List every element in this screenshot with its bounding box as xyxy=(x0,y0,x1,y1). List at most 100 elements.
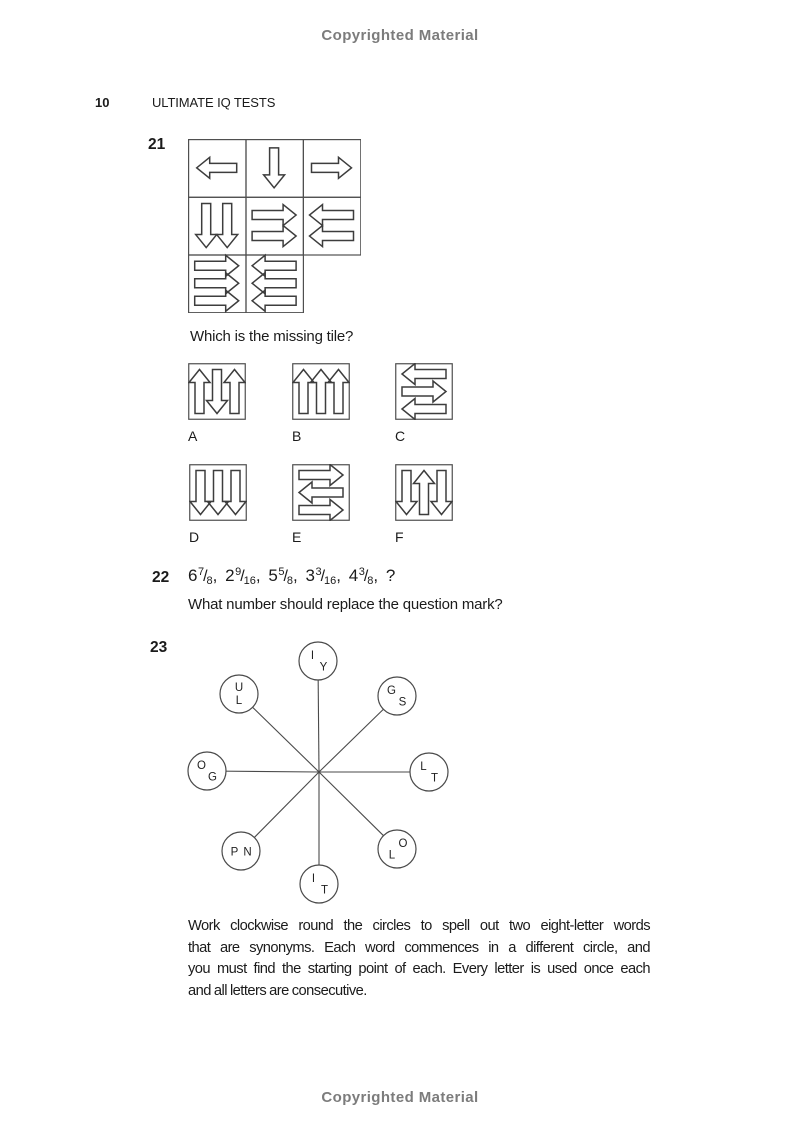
option-label-C: C xyxy=(395,428,406,444)
circle-letter: L xyxy=(236,695,243,707)
option-tile-svg xyxy=(394,464,454,521)
circle-letter: P xyxy=(231,847,239,859)
up-arrow-icon xyxy=(326,368,351,415)
mixed-fraction: 67/8 xyxy=(188,566,213,587)
right-arrow-icon xyxy=(298,462,345,488)
grid-cell xyxy=(302,196,362,256)
option-tile-E: E xyxy=(292,462,350,545)
mixed-fraction: 43/8 xyxy=(348,566,374,587)
tile-border xyxy=(395,464,453,521)
option-tile-svg xyxy=(395,361,453,422)
book-title: ULTIMATE IQ TESTS xyxy=(152,95,276,110)
grid-cell xyxy=(188,196,247,256)
tile-border xyxy=(292,464,350,521)
letter-circle-left xyxy=(187,751,227,791)
up-arrow-icon xyxy=(187,368,212,415)
circle-letter: L xyxy=(389,850,396,862)
question-22-number: 22 xyxy=(152,569,170,586)
letter-circle-lower-left xyxy=(221,831,261,871)
down-arrow-icon xyxy=(223,469,248,516)
circle-letter: O xyxy=(399,838,408,850)
question-23-number: 23 xyxy=(150,639,168,656)
up-arrow-icon xyxy=(291,368,316,415)
question-21-number: 21 xyxy=(148,136,166,153)
circle-letter: I xyxy=(312,873,315,885)
circle-letter: G xyxy=(387,685,396,697)
down-arrow-icon xyxy=(194,202,219,249)
right-arrow-icon xyxy=(251,202,298,228)
option-tile-svg xyxy=(291,363,351,420)
circle-letter: T xyxy=(321,885,328,897)
mixed-fraction: 55/8 xyxy=(268,566,294,587)
question-23-instructions: Work clockwise round the circles to spel… xyxy=(188,916,651,1002)
option-tile-svg xyxy=(188,464,248,521)
tile-grid-svg xyxy=(188,139,362,314)
tile-border xyxy=(292,363,350,420)
left-arrow-icon xyxy=(308,202,355,228)
option-tile-svg xyxy=(187,363,247,420)
left-arrow-icon xyxy=(250,271,297,296)
option-label-E: E xyxy=(292,529,302,545)
tile-border xyxy=(188,363,246,420)
left-arrow-icon xyxy=(308,223,355,249)
letter-circle-upper-left xyxy=(219,674,259,714)
up-arrow-icon xyxy=(308,368,334,415)
letter-circle-bottom xyxy=(299,864,339,904)
left-arrow-icon xyxy=(400,361,447,387)
down-arrow-icon xyxy=(262,147,287,190)
page-number: 10 xyxy=(95,95,110,110)
right-arrow-icon xyxy=(193,288,240,313)
circle-letter: T xyxy=(431,773,438,785)
right-arrow-icon xyxy=(310,155,353,180)
circle-letter: I xyxy=(311,650,314,662)
down-arrow-icon xyxy=(215,202,240,249)
circle-letter: Y xyxy=(320,662,328,674)
option-label-F: F xyxy=(395,529,404,545)
down-arrow-icon xyxy=(205,469,231,516)
instruction-line: Work clockwise round the circles to spel… xyxy=(188,918,651,934)
puzzle-tile-grid xyxy=(188,139,362,318)
right-arrow-icon xyxy=(298,497,345,523)
left-arrow-icon xyxy=(250,288,297,313)
option-tile-B: B xyxy=(291,363,351,444)
letter-circle-upper-right xyxy=(377,676,417,716)
option-tile-svg xyxy=(292,462,350,523)
up-arrow-icon xyxy=(222,368,247,415)
down-arrow-icon xyxy=(204,368,230,415)
option-label-D: D xyxy=(189,529,200,545)
left-arrow-icon xyxy=(297,480,344,505)
right-arrow-icon xyxy=(401,379,448,404)
letter-circle-right xyxy=(409,752,449,792)
mixed-fraction: 33/16 xyxy=(305,566,337,587)
question-21-text: Which is the missing tile? xyxy=(190,328,354,345)
grid-cell xyxy=(245,254,305,314)
right-arrow-icon xyxy=(251,223,298,249)
grid-cell xyxy=(245,196,305,256)
down-arrow-icon xyxy=(429,469,454,516)
circle-letter: G xyxy=(208,772,217,784)
left-arrow-icon xyxy=(195,155,238,180)
left-arrow-icon xyxy=(400,396,447,422)
mixed-fraction: 29/16 xyxy=(225,566,256,587)
circle-letter: U xyxy=(235,682,243,694)
copyright-notice-bottom: Copyrighted Material xyxy=(321,1089,479,1106)
tile-border xyxy=(189,464,247,521)
circle-letter: S xyxy=(399,697,407,709)
circle-letter: L xyxy=(420,761,427,773)
up-arrow-icon xyxy=(411,469,437,516)
right-arrow-icon xyxy=(193,253,240,278)
instruction-line: you must find the starting point of each… xyxy=(188,961,651,978)
instruction-line: and all letters are consecutive. xyxy=(188,982,367,999)
question-22-text: What number should replace the question … xyxy=(188,596,503,613)
option-label-B: B xyxy=(292,428,302,444)
option-tile-D: D xyxy=(188,464,248,545)
letter-circle-top xyxy=(298,641,338,681)
right-arrow-icon xyxy=(193,271,240,296)
down-arrow-icon xyxy=(394,469,419,516)
question-mark: ? xyxy=(385,566,396,585)
left-arrow-icon xyxy=(250,253,297,278)
option-tile-C: C xyxy=(395,361,453,444)
